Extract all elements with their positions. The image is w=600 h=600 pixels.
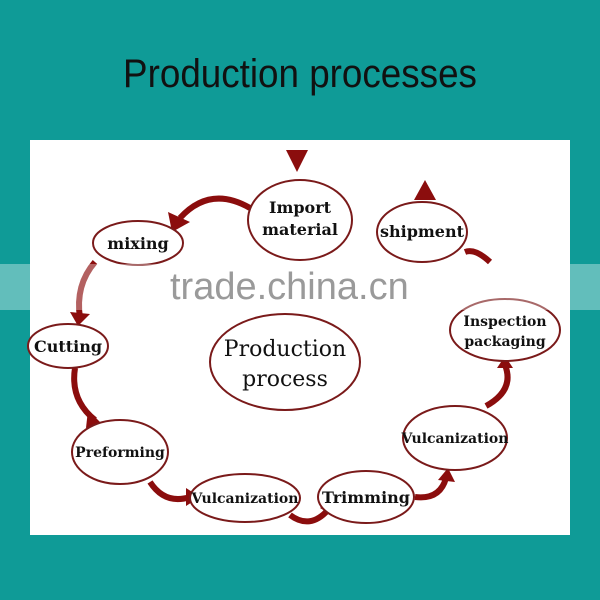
watermark-band [0,264,600,310]
arrow-vulcanization-to-trimming [288,507,331,525]
node-label: Preforming [75,445,165,461]
node-label: Cutting [34,337,102,356]
node-mixing: mixing [92,220,184,266]
arrow-preforming-to-vulcanization [147,480,191,503]
end-arrow [414,180,436,200]
node-preforming: Preforming [71,419,169,485]
node-label: packaging [464,334,545,350]
watermark: trade.china.cn [170,266,409,308]
node-trimming: Trimming [317,470,415,524]
center-label: process [242,367,328,392]
arrowhead [438,468,455,482]
node-label: mixing [107,234,168,253]
node-label: Vulcanization [401,431,509,447]
node-vulcanization-bottom: Vulcanization [189,473,301,523]
node-import-material: Import material [247,179,353,261]
arrowhead [70,312,90,326]
arrow-import-to-mixing [177,195,252,221]
node-vulcanization-right: Vulcanization [401,405,509,471]
arrowhead [168,212,190,232]
node-label: material [262,220,338,239]
node-cutting: Cutting [27,323,109,369]
arrow-cutting-to-preforming [71,367,97,423]
node-label: shipment [380,222,465,241]
node-label: Inspection [463,314,546,330]
arrow-inspection-to-shipment [463,248,493,265]
page-title: Production processes [123,52,477,96]
node-inspection-packaging: Inspection packaging [449,298,561,362]
arrow-mixing-to-cutting [76,260,98,319]
node-shipment: shipment [376,201,468,263]
node-production-process: Production process [209,313,361,411]
node-label: Trimming [322,488,410,507]
arrow-trimming-to-vulcanization [414,477,449,501]
start-arrow [286,150,308,172]
node-label: Vulcanization [191,491,299,507]
arrow-vulcanization-to-inspection [484,363,511,409]
center-label: Production [224,337,346,362]
node-label: Import [269,198,332,217]
